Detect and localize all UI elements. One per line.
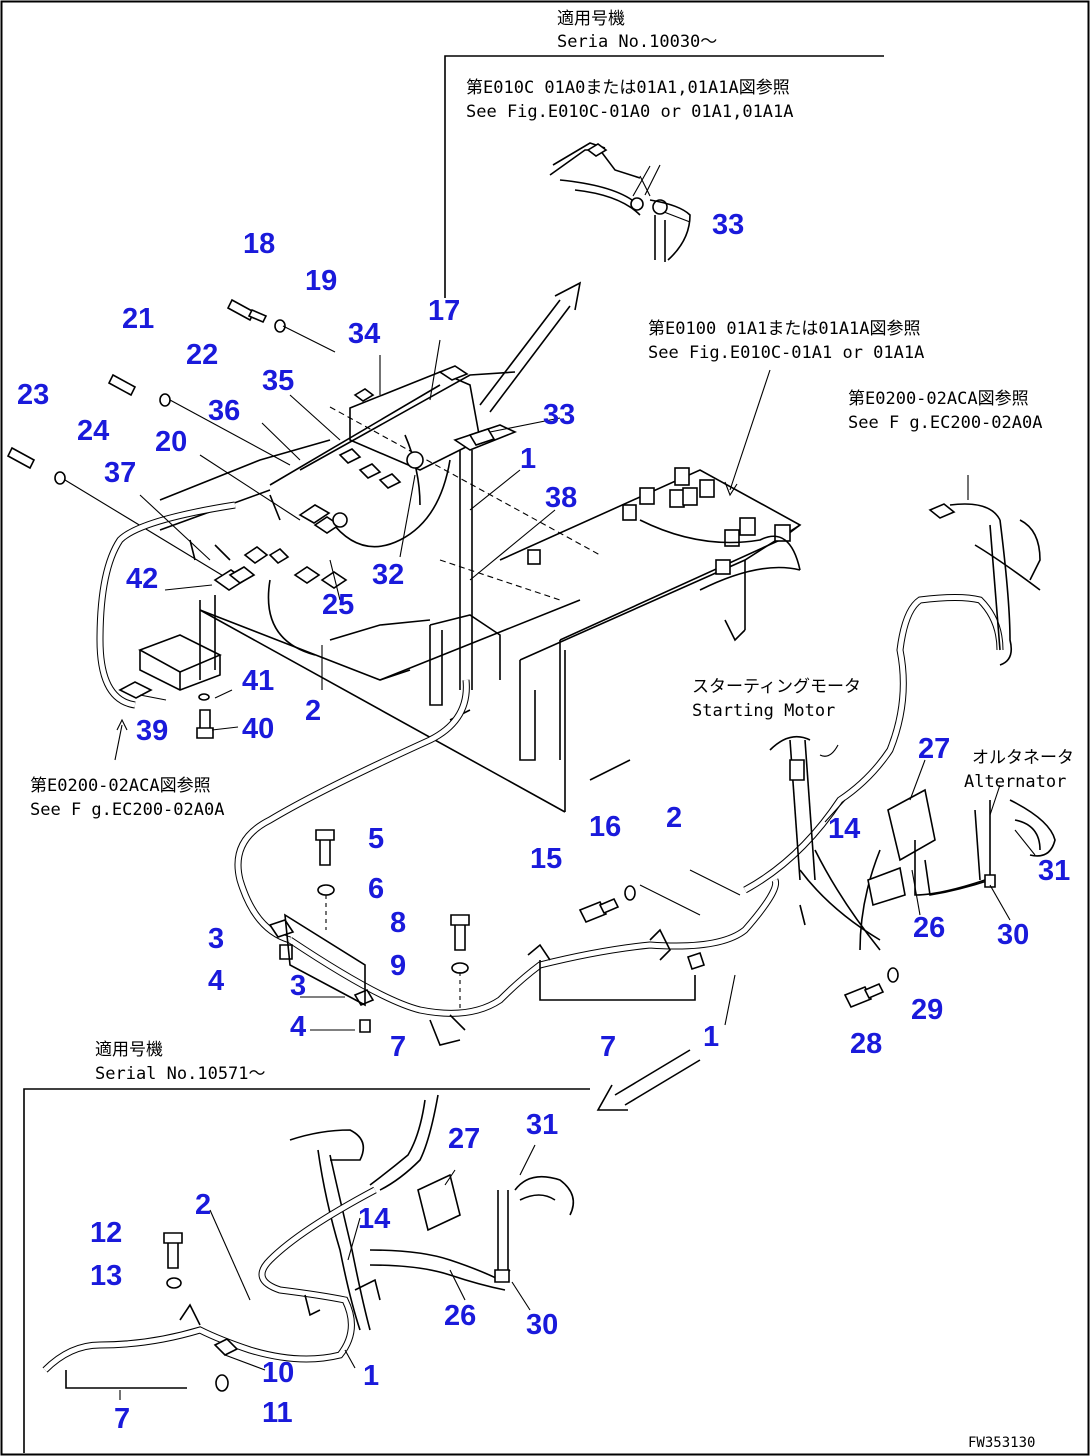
callout-27: 27 [918,733,950,765]
callout-31: 31 [1038,855,1070,887]
alternator-jp: オルタネータ [972,748,1074,768]
callout-1: 1 [703,1021,719,1053]
callout-22: 22 [186,339,218,371]
callout-4: 4 [290,1011,306,1043]
callout-7: 7 [390,1031,406,1063]
callout-32: 32 [372,559,404,591]
callout-38: 38 [545,482,577,514]
upper-components [6,298,518,739]
callout-33: 33 [712,209,744,241]
top-inset-frame [444,55,884,298]
callout-36: 36 [208,395,240,427]
callout-2: 2 [666,802,682,834]
bottom-inset-frame [23,1088,590,1453]
starting-motor-jp: スターティングモータ [692,677,861,697]
callout-42: 42 [126,563,158,595]
leader-lines [114,165,1036,1400]
callout-12: 12 [90,1217,122,1249]
callout-14: 14 [358,1203,390,1235]
ref2-jp: 第E0100 01A1または01A1A図参照 [648,319,921,339]
ref1-en: See Fig.E010C-01A0 or 01A1,01A1A [466,102,794,122]
callout-26: 26 [444,1300,476,1332]
alternator-en: Alternator [964,772,1066,792]
figure-code: FW353130 [968,1435,1035,1451]
chassis-frame [199,281,802,813]
callout-2: 2 [195,1189,211,1221]
callout-25: 25 [322,589,354,621]
callout-labels: 33 18 19 34 17 21 22 35 33 23 24 36 20 1… [17,209,1070,1435]
callout-16: 16 [589,811,621,843]
callout-18: 18 [243,228,275,260]
main-harness [234,475,1056,1046]
callout-1: 1 [520,443,536,475]
callout-17: 17 [428,295,460,327]
callout-9: 9 [390,950,406,982]
callout-34: 34 [348,318,380,350]
callout-8: 8 [390,907,406,939]
callout-21: 21 [122,303,154,335]
callout-11: 11 [262,1397,293,1429]
callout-7: 7 [114,1403,130,1435]
callout-14: 14 [828,813,860,845]
starting-motor-en: Starting Motor [692,701,835,721]
inset-arrow [596,1049,701,1111]
callout-5: 5 [368,823,384,855]
callout-10: 10 [262,1357,294,1389]
ref4-jp: 第E0200-02ACA図参照 [30,776,211,796]
ref2-en: See Fig.E010C-01A1 or 01A1A [648,343,924,363]
top-inset-drawing [549,142,691,262]
callout-20: 20 [155,426,187,458]
callout-23: 23 [17,379,49,411]
callout-37: 37 [104,457,136,489]
callout-3: 3 [208,923,224,955]
callout-31: 31 [526,1109,558,1141]
ref3-en: See F g.EC200-02A0A [848,413,1042,433]
ref1-jp: 第E010C 01A0または01A1,01A1A図参照 [466,78,790,98]
callout-4: 4 [208,965,224,997]
callout-41: 41 [242,665,274,697]
bottom-serial-jp: 適用号機 [95,1040,163,1060]
callout-35: 35 [262,365,294,397]
callout-40: 40 [242,713,274,745]
text-notes: 適用号機 Seria No.10030～ 第E010C 01A0または01A1,… [30,9,1074,1451]
bottom-serial-en: Serial No.10571～ [95,1064,266,1084]
callout-24: 24 [77,415,109,447]
top-serial-jp: 適用号機 [557,9,625,29]
callout-13: 13 [90,1260,122,1292]
callout-29: 29 [911,994,943,1026]
callout-15: 15 [530,843,562,875]
callout-7: 7 [600,1031,616,1063]
ref3-jp: 第E0200-02ACA図参照 [848,389,1029,409]
callout-6: 6 [368,873,384,905]
top-serial-en: Seria No.10030～ [557,32,717,52]
callout-26: 26 [913,912,945,944]
bottom-inset-drawing [42,1094,575,1392]
ref4-en: See F g.EC200-02A0A [30,800,224,820]
callout-2: 2 [305,695,321,727]
callout-30: 30 [526,1309,558,1341]
callout-27: 27 [448,1123,480,1155]
callout-28: 28 [850,1028,882,1060]
callout-33: 33 [543,399,575,431]
callout-39: 39 [136,715,168,747]
callout-30: 30 [997,919,1029,951]
callout-19: 19 [305,265,337,297]
callout-1: 1 [363,1360,379,1392]
callout-3: 3 [290,970,306,1002]
